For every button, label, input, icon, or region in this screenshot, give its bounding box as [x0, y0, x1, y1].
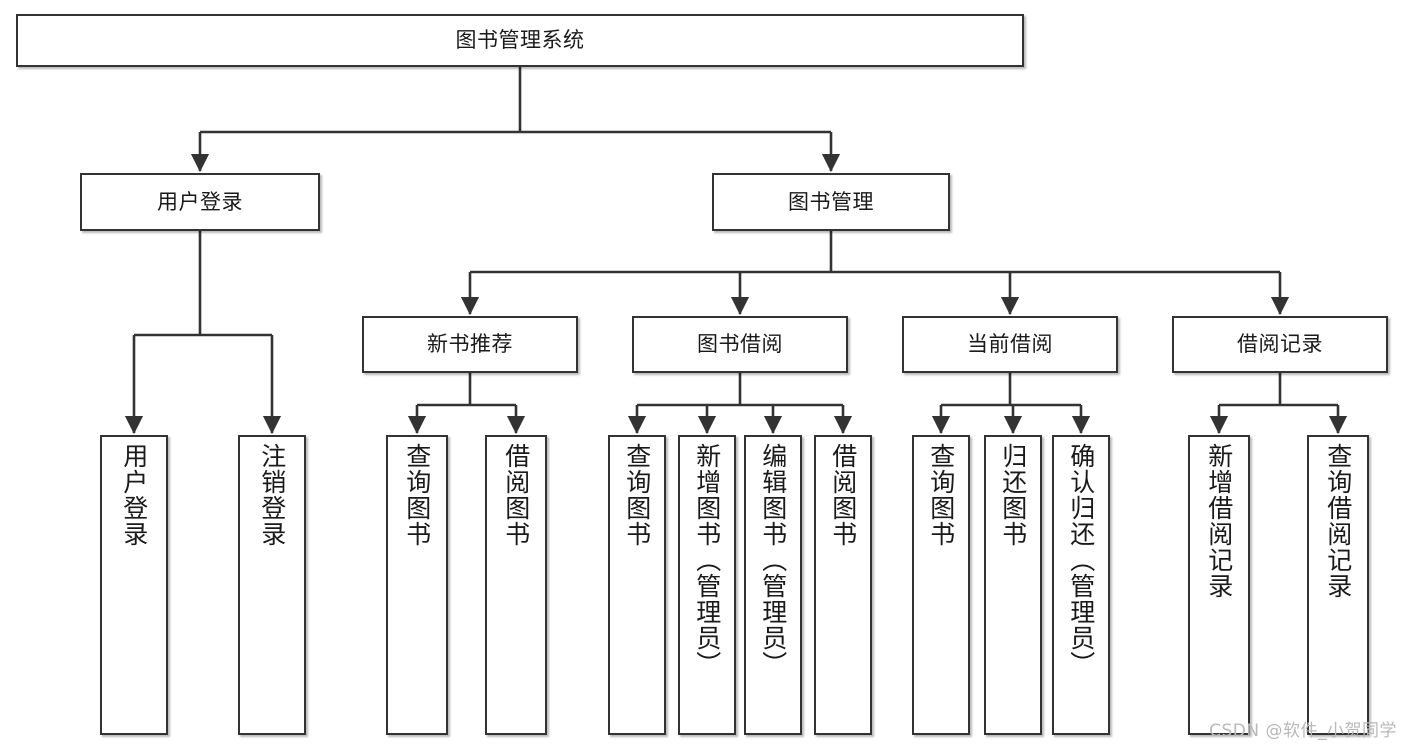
node-label: 查询图书 — [402, 443, 432, 547]
node-label: 借阅记录 — [1237, 332, 1323, 357]
node-leaf-user-login[interactable]: 用户登录 — [100, 435, 168, 735]
node-label: 查询图书 — [926, 443, 956, 547]
node-leaf-query-book-current[interactable]: 查询图书 — [912, 435, 970, 735]
node-label: 归还图书 — [998, 443, 1028, 547]
node-book-borrow[interactable]: 图书借阅 — [632, 316, 848, 373]
node-label: 图书借阅 — [697, 332, 783, 357]
node-label: 当前借阅 — [967, 332, 1053, 357]
node-label: 查询图书 — [622, 443, 652, 547]
node-label: 新增借阅记录 — [1204, 443, 1234, 599]
node-label: 确认归还（管理员） — [1066, 443, 1096, 677]
node-label: 图书管理 — [788, 189, 874, 214]
node-leaf-query-book-borrow[interactable]: 查询图书 — [608, 435, 666, 735]
node-label: 借阅图书 — [828, 443, 858, 547]
node-user-login[interactable]: 用户登录 — [80, 173, 320, 231]
node-leaf-borrow-book-recommend[interactable]: 借阅图书 — [485, 435, 547, 735]
node-label: 新增图书（管理员） — [692, 443, 722, 677]
node-label: 借阅图书 — [501, 443, 531, 547]
node-book-manage[interactable]: 图书管理 — [712, 173, 950, 231]
node-leaf-return-book[interactable]: 归还图书 — [984, 435, 1042, 735]
node-leaf-borrow-book[interactable]: 借阅图书 — [814, 435, 872, 735]
node-label: 用户登录 — [119, 443, 149, 547]
node-label: 新书推荐 — [427, 332, 513, 357]
node-label: 用户登录 — [157, 189, 243, 214]
node-leaf-confirm-return[interactable]: 确认归还（管理员） — [1052, 435, 1110, 735]
node-leaf-logout-login[interactable]: 注销登录 — [238, 435, 306, 735]
node-new-book-recommend[interactable]: 新书推荐 — [362, 316, 578, 373]
node-leaf-add-borrow-record[interactable]: 新增借阅记录 — [1188, 435, 1250, 735]
watermark: CSDN @软件_小贺同学 — [1209, 721, 1397, 741]
node-leaf-query-book-recommend[interactable]: 查询图书 — [386, 435, 448, 735]
node-label: 编辑图书（管理员） — [758, 443, 788, 677]
node-root-system[interactable]: 图书管理系统 — [16, 14, 1024, 67]
node-label: 图书管理系统 — [455, 28, 585, 53]
node-label: 注销登录 — [257, 443, 287, 547]
node-leaf-edit-book[interactable]: 编辑图书（管理员） — [744, 435, 802, 735]
node-label: 查询借阅记录 — [1323, 443, 1353, 599]
node-leaf-query-borrow-record[interactable]: 查询借阅记录 — [1307, 435, 1369, 735]
node-borrow-record[interactable]: 借阅记录 — [1172, 316, 1388, 373]
node-current-borrow[interactable]: 当前借阅 — [902, 316, 1118, 373]
node-leaf-add-book[interactable]: 新增图书（管理员） — [678, 435, 736, 735]
